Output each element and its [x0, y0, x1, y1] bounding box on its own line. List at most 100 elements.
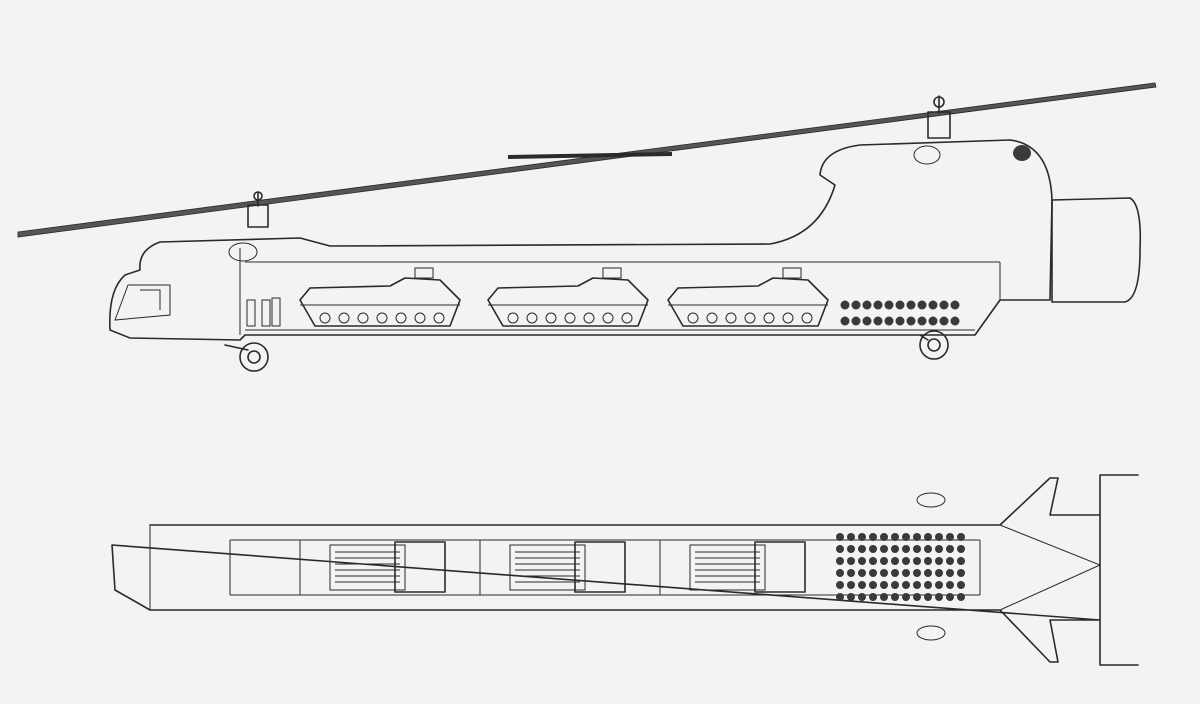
landing-gear [224, 330, 949, 372]
troop-top [869, 557, 877, 565]
troop-top [913, 569, 921, 577]
troop-top [847, 533, 855, 541]
troop-top [847, 545, 855, 553]
troop-top [891, 569, 899, 577]
troop-top [957, 557, 965, 565]
troop-top [858, 557, 866, 565]
vehicle [487, 267, 649, 327]
road-wheel [357, 312, 369, 324]
troop-top [847, 557, 855, 565]
troop-top [880, 545, 888, 553]
road-wheel [395, 312, 407, 324]
troop-top [957, 593, 965, 601]
troop-top [946, 593, 954, 601]
troop [862, 300, 872, 310]
troop [950, 316, 960, 326]
troop [873, 316, 883, 326]
road-wheel [782, 312, 794, 324]
troop-top [924, 545, 932, 553]
troop-top [946, 581, 954, 589]
troop-top [869, 593, 877, 601]
road-wheel [414, 312, 426, 324]
troop-top [869, 545, 877, 553]
troop [939, 300, 949, 310]
troop-top [935, 593, 943, 601]
troop-top [935, 533, 943, 541]
troop-top [858, 593, 866, 601]
troop-top [913, 593, 921, 601]
tail-engine-pod [1051, 197, 1142, 303]
troop-top [891, 533, 899, 541]
troop [851, 300, 861, 310]
troop-top [858, 569, 866, 577]
troop-top [902, 545, 910, 553]
troop-top [946, 545, 954, 553]
road-wheel [687, 312, 699, 324]
troop-top [924, 569, 932, 577]
road-wheel [319, 312, 331, 324]
troop-top [880, 533, 888, 541]
troop-top [891, 581, 899, 589]
road-wheel [801, 312, 813, 324]
troop [840, 316, 850, 326]
troop-top [880, 569, 888, 577]
troop-top [935, 545, 943, 553]
troop-top [913, 557, 921, 565]
troop [917, 300, 927, 310]
troop-top [913, 533, 921, 541]
troop-top [869, 581, 877, 589]
troop-top [880, 581, 888, 589]
troop-top [946, 557, 954, 565]
troop-top [924, 533, 932, 541]
troop-top [858, 545, 866, 553]
rotor-blade-long [17, 82, 1157, 238]
troop-top [957, 569, 965, 577]
armored-vehicles [299, 267, 829, 327]
road-wheel [507, 312, 519, 324]
road-wheel [376, 312, 388, 324]
troop [895, 316, 905, 326]
road-wheel [338, 312, 350, 324]
vehicle-top [329, 541, 446, 593]
troop-top [957, 581, 965, 589]
troop-top [935, 569, 943, 577]
road-wheel [526, 312, 538, 324]
troop [939, 316, 949, 326]
troop-top [858, 533, 866, 541]
troop [851, 316, 861, 326]
troop-top [902, 593, 910, 601]
troop [840, 300, 850, 310]
troop-top [946, 569, 954, 577]
troop-top [836, 557, 844, 565]
troop-top [935, 557, 943, 565]
troop-top [836, 593, 844, 601]
vehicle [667, 267, 829, 327]
troop-top [902, 533, 910, 541]
troop-top [902, 569, 910, 577]
road-wheel [564, 312, 576, 324]
troop-top [957, 533, 965, 541]
road-wheel [433, 312, 445, 324]
road-wheel [763, 312, 775, 324]
troop-top [924, 593, 932, 601]
troop-top [847, 569, 855, 577]
vehicle [299, 267, 461, 327]
troop-top [891, 593, 899, 601]
troop-top [836, 581, 844, 589]
troop [906, 316, 916, 326]
vehicle-top [509, 541, 626, 593]
troop-top [869, 569, 877, 577]
troop-top [869, 533, 877, 541]
road-wheel [602, 312, 614, 324]
troop [895, 300, 905, 310]
troop-top [847, 581, 855, 589]
troop-top [902, 581, 910, 589]
front-rotor-hub [247, 191, 269, 228]
troop-top [924, 581, 932, 589]
troop-top [913, 545, 921, 553]
troop-top [880, 557, 888, 565]
window-icon [1013, 145, 1031, 161]
troop [884, 300, 894, 310]
troop-top [913, 581, 921, 589]
